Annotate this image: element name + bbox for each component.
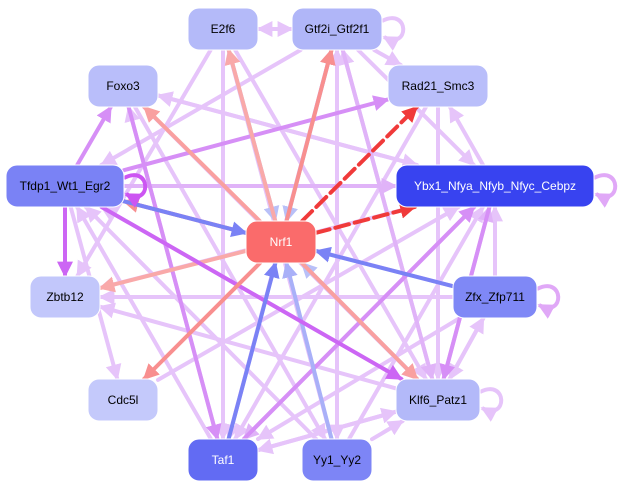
edge-nrf1-to-ybx1_nfya_nfyb_nfyc_cebpz (314, 202, 417, 235)
node-box (187, 7, 259, 51)
edge-yy1_yy2-to-klf6_patz1 (370, 419, 405, 442)
edge-foxo3-to-taf1 (126, 105, 222, 441)
edge-nrf1-to-e2f6 (224, 48, 278, 223)
edge-klf6_patz1-to-zfx_zfp711 (447, 316, 486, 381)
edge-yy1_yy2-to-nrf1 (282, 261, 334, 441)
node-box (301, 438, 373, 482)
self-loop-ybx1_nfya_nfyb_nfyc_cebpz (593, 173, 618, 208)
edge-nrf1-to-zbtb12 (98, 248, 248, 293)
node-label: Rad21_Smc3 (402, 79, 475, 93)
node-box (5, 164, 125, 208)
self-loops-layer (123, 16, 618, 422)
node-zfx-zfp711[interactable]: Zfx_Zfp711 (452, 275, 538, 319)
edge-nrf1-to-foxo3 (142, 105, 262, 223)
node-box (29, 275, 101, 319)
node-label: Zfx_Zfp711 (465, 290, 525, 304)
node-label: Yy1_Yy2 (313, 453, 361, 467)
node-rad21-smc3[interactable]: Rad21_Smc3 (387, 64, 489, 108)
edge-zfx_zfp711-to-nrf1 (314, 246, 455, 289)
node-box (245, 220, 317, 264)
edge-klf6_patz1-to-zbtb12 (98, 302, 398, 391)
node-label: Cdc5l (108, 393, 139, 407)
node-cdc5l[interactable]: Cdc5l (87, 378, 159, 422)
self-loop-klf6_patz1 (479, 387, 504, 422)
edge-tfdp1_wt1_egr2-to-nrf1 (122, 199, 248, 238)
node-gtf2i-gtf2f1[interactable]: Gtf2i_Gtf2f1 (291, 7, 383, 51)
edge-nrf1-to-cdc5l (142, 261, 262, 381)
node-ybx1-nfya-nfyb-nfyc-cebpz[interactable]: Ybx1_Nfya_Nfyb_Nfyc_Cebpz (395, 164, 595, 208)
node-box (452, 275, 538, 319)
edge-tfdp1_wt1_egr2-to-foxo3 (75, 105, 113, 167)
node-box (87, 64, 159, 108)
edge-nrf1-to-gtf2i_gtf2f1 (284, 48, 336, 223)
node-label: Ybx1_Nfya_Nfyb_Nfyc_Cebpz (414, 179, 576, 193)
node-taf1[interactable]: Taf1 (187, 438, 259, 482)
edge-e2f6-to-klf6_patz1 (233, 48, 428, 381)
node-e2f6[interactable]: E2f6 (187, 7, 259, 51)
node-nrf1[interactable]: Nrf1 (245, 220, 317, 264)
node-box (87, 378, 159, 422)
node-box (187, 438, 259, 482)
node-foxo3[interactable]: Foxo3 (87, 64, 159, 108)
edge-nrf1-to-klf6_patz1 (299, 261, 420, 381)
edge-gtf2i_gtf2f1-to-rad21_smc3 (372, 48, 403, 67)
self-loop-gtf2i_gtf2f1 (381, 16, 406, 51)
node-label: E2f6 (211, 22, 236, 36)
edge-taf1-to-nrf1 (226, 261, 280, 441)
self-loop-zfx_zfp711 (536, 284, 561, 319)
node-box (291, 7, 383, 51)
node-box (395, 378, 481, 422)
edge-tfdp1_wt1_egr2-to-rad21_smc3 (122, 95, 390, 173)
node-label: Taf1 (212, 453, 235, 467)
edge-taf1-to-tfdp1_wt1_egr2 (75, 205, 213, 441)
edge-cdc5l-to-ybx1_nfya_nfyb_nfyc_cebpz (156, 205, 461, 382)
node-zbtb12[interactable]: Zbtb12 (29, 275, 101, 319)
edge-tfdp1_wt1_egr2-to-klf6_patz1 (99, 205, 404, 381)
node-klf6-patz1[interactable]: Klf6_Patz1 (395, 378, 481, 422)
self-loop-tfdp1_wt1_egr2 (123, 173, 148, 208)
edge-ybx1_nfya_nfyb_nfyc_cebpz-to-foxo3 (156, 91, 419, 167)
node-box (395, 164, 595, 208)
node-label: Nrf1 (270, 235, 293, 249)
edge-klf6_patz1-to-taf1 (256, 409, 398, 455)
node-label: Gtf2i_Gtf2f1 (305, 22, 370, 36)
node-tfdp1-wt1-egr2[interactable]: Tfdp1_Wt1_Egr2 (5, 164, 125, 208)
edge-ybx1_nfya_nfyb_nfyc_cebpz-to-rad21_smc3 (447, 105, 486, 167)
node-label: Zbtb12 (46, 290, 84, 304)
node-label: Tfdp1_Wt1_Egr2 (20, 179, 111, 193)
node-label: Klf6_Patz1 (409, 393, 467, 407)
node-box (387, 64, 489, 108)
node-yy1-yy2[interactable]: Yy1_Yy2 (301, 438, 373, 482)
edge-rad21_smc3-to-taf1 (233, 105, 428, 441)
node-label: Foxo3 (106, 79, 140, 93)
edge-nrf1-to-rad21_smc3 (300, 105, 419, 223)
edge-foxo3-to-yy1_yy2 (133, 105, 327, 441)
